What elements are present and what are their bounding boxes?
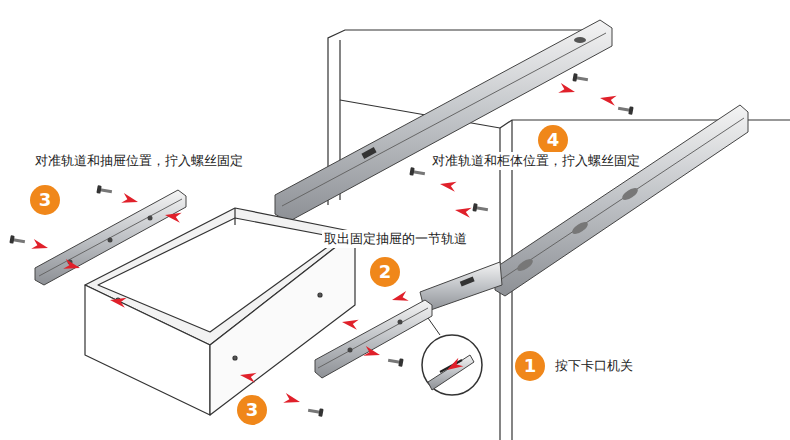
- rail-hole: [148, 216, 153, 221]
- rail-detail: [428, 355, 474, 390]
- screws: [9, 73, 633, 417]
- callout-text: 1: [524, 357, 537, 375]
- red-arrow: [599, 93, 616, 106]
- screw: [9, 235, 25, 245]
- drawer-front: [210, 232, 355, 415]
- drawer-edge: [234, 208, 235, 225]
- rail-hole: [570, 220, 589, 237]
- red-arrow: [363, 346, 381, 360]
- rail-hole: [108, 238, 113, 243]
- red-arrow: [558, 83, 576, 97]
- drawer-hole: [318, 293, 322, 297]
- rail: [275, 20, 612, 222]
- rail-hole: [398, 320, 403, 325]
- screw: [387, 356, 403, 366]
- red-arrow: [454, 205, 471, 218]
- red-arrow: [439, 179, 456, 192]
- callout-text: 4: [547, 131, 560, 149]
- drawer: [85, 208, 355, 415]
- leader-line: [428, 318, 440, 335]
- rail-right: [420, 105, 748, 312]
- magnifier-circle: [422, 335, 482, 395]
- screw: [96, 185, 112, 195]
- rail-groove: [282, 33, 606, 206]
- screw: [409, 167, 425, 177]
- magnifier: [422, 318, 482, 395]
- rail-upper: [275, 20, 612, 222]
- rail-hole: [348, 348, 353, 353]
- instruction-text: 按下卡口机关: [553, 357, 635, 375]
- callout-number: 2: [370, 257, 400, 287]
- red-arrow: [445, 358, 464, 375]
- screw: [472, 203, 488, 213]
- red-arrow: [63, 259, 81, 273]
- rail-clip: [460, 277, 475, 287]
- screw: [572, 73, 588, 83]
- red-arrow: [239, 370, 256, 383]
- rail: [495, 105, 748, 296]
- red-arrow: [164, 210, 181, 223]
- callout-number: 3: [30, 185, 60, 215]
- rail-clip: [361, 147, 376, 159]
- screw: [617, 104, 633, 114]
- red-arrow: [341, 317, 358, 330]
- callout-number: 1: [515, 351, 545, 381]
- red-arrow: [283, 393, 301, 407]
- screw: [307, 406, 323, 416]
- red-arrow: [391, 291, 409, 305]
- instruction-text: 对准轨道和抽屉位置，拧入螺丝固定: [33, 152, 245, 170]
- red-arrow: [31, 239, 49, 253]
- rail-hole: [574, 37, 586, 43]
- red-arrow: [109, 295, 126, 308]
- instruction-text: 对准轨道和柜体位置，拧入螺丝固定: [430, 152, 642, 170]
- instruction-text: 取出固定抽屉的一节轨道: [322, 230, 469, 248]
- callout-number: 4: [538, 125, 568, 155]
- rail-groove: [500, 118, 744, 280]
- rail-hole: [620, 186, 639, 203]
- callout-number: 3: [237, 395, 267, 425]
- callout-text: 2: [379, 263, 392, 281]
- red-arrows: [31, 83, 616, 407]
- red-arrow: [121, 193, 139, 207]
- rail-slider: [420, 262, 502, 312]
- drawer-hole: [233, 356, 237, 360]
- callout-text: 3: [39, 191, 52, 209]
- callout-text: 3: [246, 401, 259, 419]
- rail-hole: [515, 257, 534, 274]
- drawer-side: [85, 285, 210, 415]
